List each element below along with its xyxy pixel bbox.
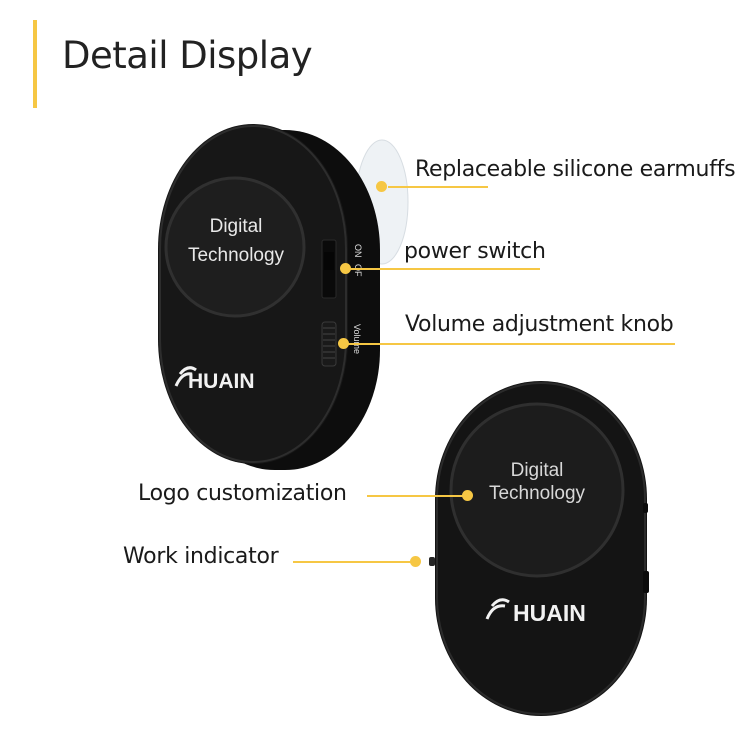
face-text-line1: Digital [210, 216, 263, 237]
brand-wave-icon [485, 598, 510, 620]
callout-power-switch-leader [350, 268, 540, 270]
device-face-disc [449, 402, 625, 578]
brand-logo: HUAIN [513, 600, 586, 626]
side-button-small[interactable] [643, 503, 648, 513]
device-front-view: Digital Technology HUAIN [429, 381, 649, 716]
device-face-disc [164, 176, 306, 318]
callout-volume-knob-dot [338, 338, 349, 349]
brand-wave-icon [174, 366, 197, 387]
volume-knob[interactable] [321, 321, 337, 367]
page-title: Detail Display [62, 34, 313, 77]
knob-volume-mark: Volume [352, 324, 362, 354]
callout-work-indicator-leader [293, 561, 417, 563]
callout-work-indicator-label: Work indicator [123, 544, 279, 569]
title-accent-bar [33, 20, 37, 108]
face-text-line2: Technology [489, 483, 586, 504]
callout-power-switch-dot [340, 263, 351, 274]
callout-logo-leader [367, 495, 470, 497]
switch-on-mark: ON [353, 244, 363, 258]
device-side-view: Digital Technology HUAIN ON OF Volume [158, 124, 409, 470]
callout-earmuffs-dot [376, 181, 387, 192]
callout-logo-dot [462, 490, 473, 501]
brand-logo: HUAIN [188, 370, 255, 393]
face-text-line1: Digital [511, 460, 564, 481]
switch-off-mark: OF [353, 264, 363, 277]
callout-power-switch-label: power switch [404, 239, 546, 264]
callout-volume-knob-label: Volume adjustment knob [405, 312, 674, 337]
face-text-line2: Technology [188, 245, 285, 266]
callout-earmuffs-leader [388, 186, 488, 188]
side-button[interactable] [643, 571, 649, 593]
callout-work-indicator-dot [410, 556, 421, 567]
work-indicator-led [429, 557, 435, 566]
callout-earmuffs-label: Replaceable silicone earmuffs [415, 157, 736, 182]
callout-logo-label: Logo customization [138, 481, 347, 506]
callout-volume-knob-leader [348, 343, 675, 345]
